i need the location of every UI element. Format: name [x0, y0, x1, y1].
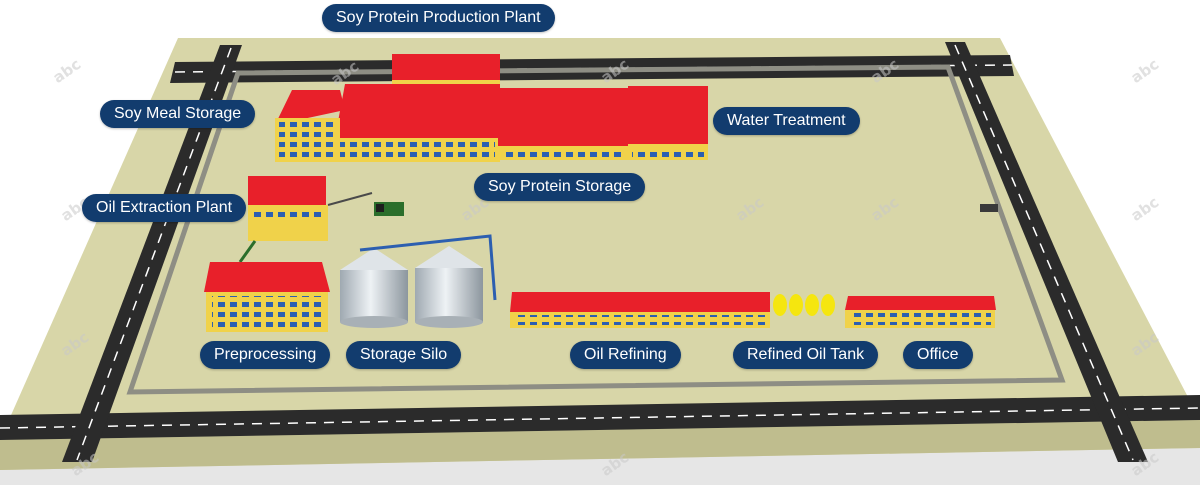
label-soy-protein-storage: Soy Protein Storage [474, 173, 645, 201]
label-water-treatment: Water Treatment [713, 107, 860, 135]
label-refined-oil-tank: Refined Oil Tank [733, 341, 878, 369]
label-soy-protein-production-plant: Soy Protein Production Plant [322, 4, 555, 32]
oil-refining-building [510, 292, 770, 328]
office-building [845, 296, 996, 328]
label-preprocessing: Preprocessing [200, 341, 330, 369]
label-office: Office [903, 341, 973, 369]
label-storage-silo: Storage Silo [346, 341, 461, 369]
preprocessing-building [204, 262, 330, 332]
label-soy-meal-storage: Soy Meal Storage [100, 100, 255, 128]
label-oil-extraction-plant: Oil Extraction Plant [82, 194, 246, 222]
label-oil-refining: Oil Refining [570, 341, 681, 369]
